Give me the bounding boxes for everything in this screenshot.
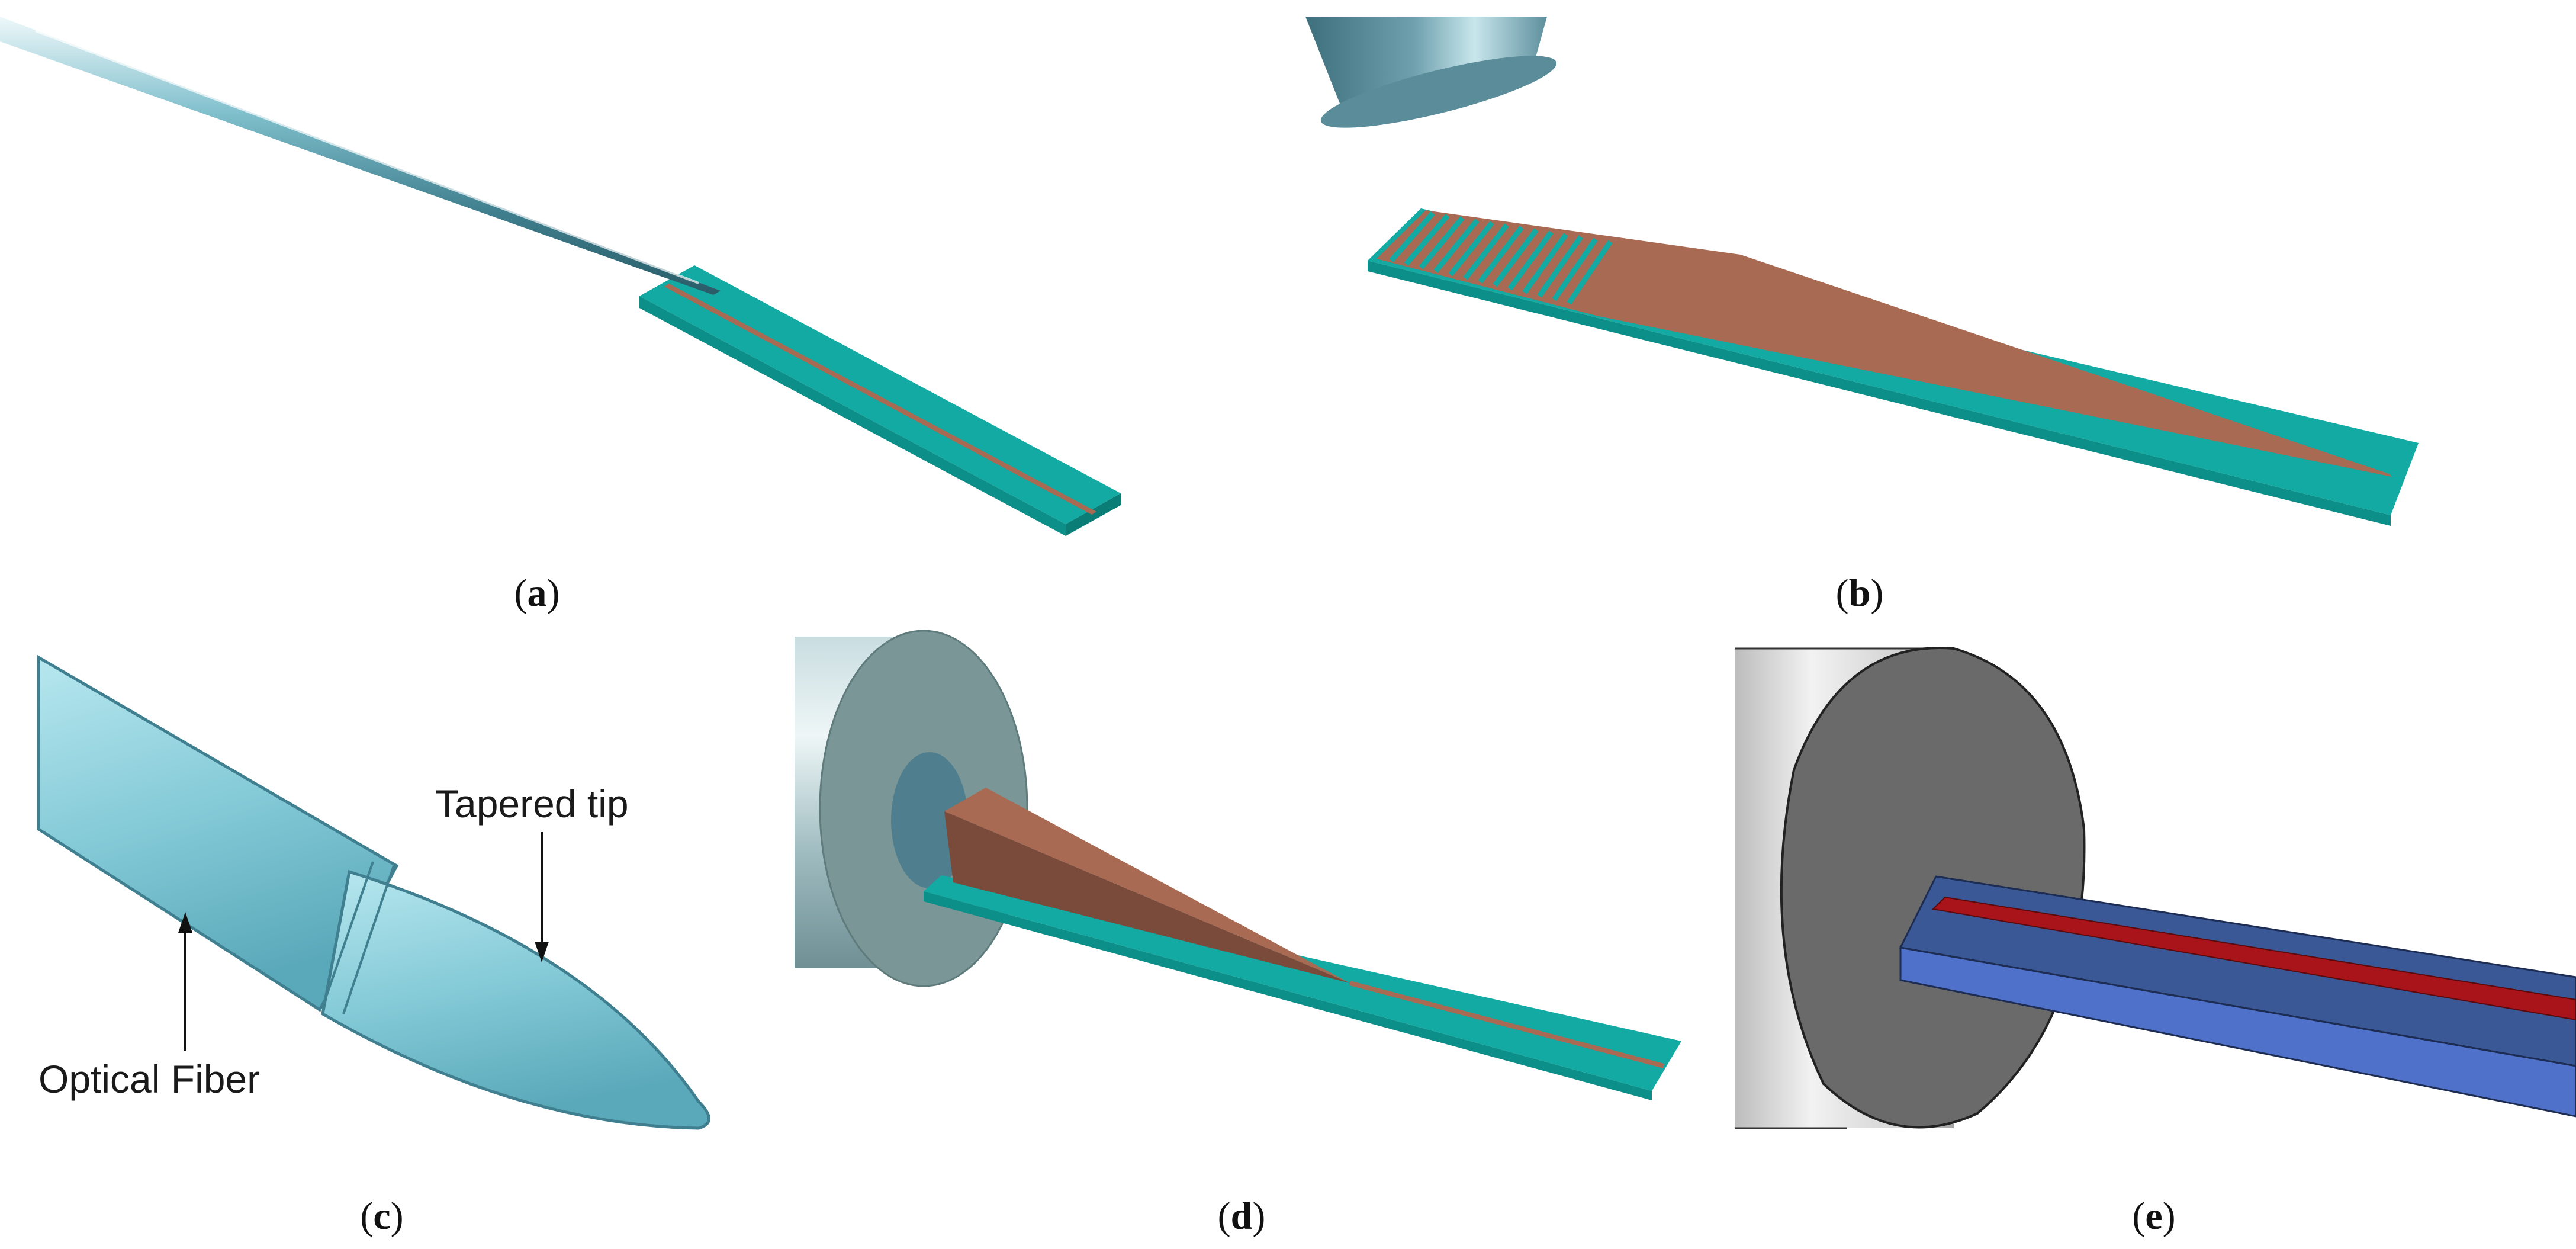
substrate-side (924, 891, 1652, 1100)
tapered-tip-label: Tapered tip (435, 782, 629, 826)
needle-highlight (35, 30, 699, 284)
panel-c: Tapered tip Optical Fiber (c) (37, 654, 710, 1238)
optical-fiber-label: Optical Fiber (38, 1057, 260, 1101)
substrate-top (639, 265, 1121, 524)
copper-taper-top (944, 788, 1350, 983)
panel-e: (e) (1735, 647, 2576, 1238)
optical-fiber-arrow-head (178, 912, 192, 933)
panel-b-label: (b) (1836, 571, 1884, 615)
waveguide-line (1349, 981, 1665, 1068)
fiber-ring (342, 865, 395, 1014)
panel-d-label: (d) (1218, 1195, 1266, 1238)
substrate-side (1368, 261, 2391, 526)
lens-cylinder-base (1320, 56, 1557, 128)
red-core (1931, 896, 2576, 1021)
lens-cylinder (1305, 17, 1547, 107)
panel-e-label: (e) (2132, 1195, 2175, 1238)
grating (1389, 211, 1613, 305)
fiber-ring (321, 861, 374, 1007)
blue-waveguide-front (1899, 946, 2576, 1118)
copper-taper (1377, 210, 2392, 477)
panel-b: (b) (1305, 17, 2419, 615)
panel-d: (d) (795, 630, 1681, 1238)
copper-taper-side (944, 811, 1350, 983)
panel-a-label: (a) (514, 571, 560, 615)
substrate-top (924, 875, 1681, 1091)
substrate-front (1066, 493, 1121, 536)
fiber-core-face (891, 752, 968, 888)
waveguide-strip (664, 284, 1096, 515)
panel-a: (a) (0, 17, 1121, 615)
substrate-side (639, 296, 1066, 536)
tapered-tip (321, 869, 710, 1130)
optical-fiber (37, 654, 399, 1012)
panel-c-label: (c) (360, 1195, 403, 1238)
tapered-tip-arrow-head (535, 942, 549, 962)
